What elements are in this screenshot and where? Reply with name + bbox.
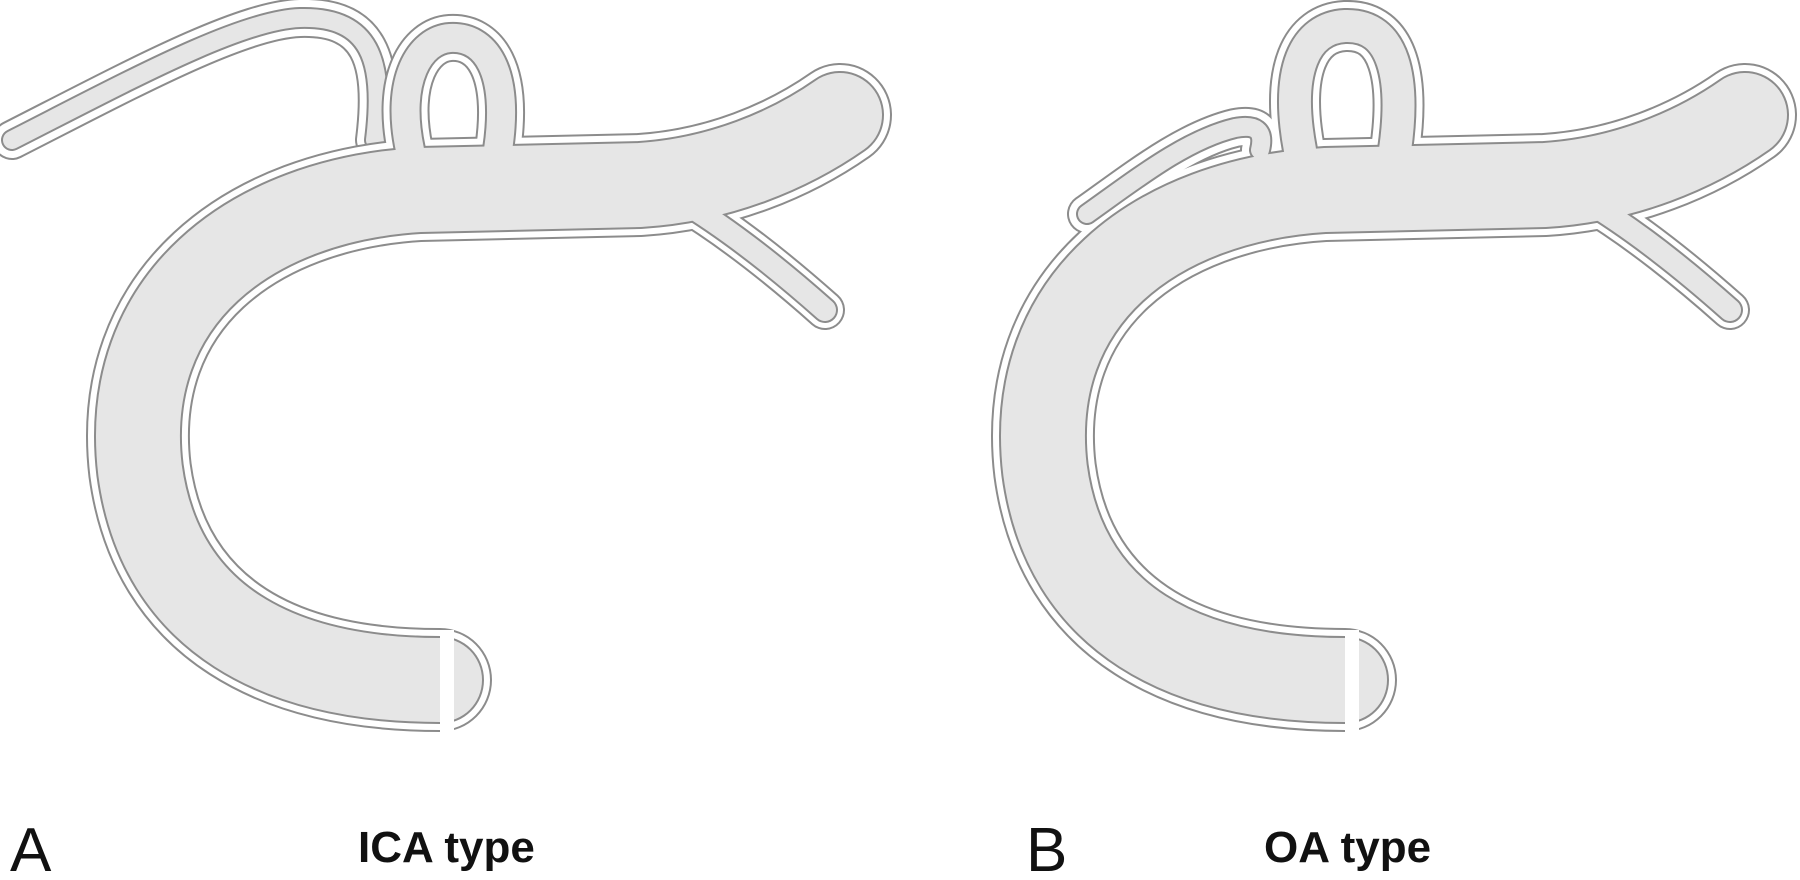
panel-a-vessel <box>0 0 892 734</box>
panel-a-letter: A <box>10 816 52 880</box>
panel-b-letter: B <box>1026 816 1068 880</box>
panel-a-caption: ICA type <box>358 823 535 872</box>
panel-b-caption: OA type <box>1264 823 1432 872</box>
panel-b-vessel <box>991 0 1797 734</box>
